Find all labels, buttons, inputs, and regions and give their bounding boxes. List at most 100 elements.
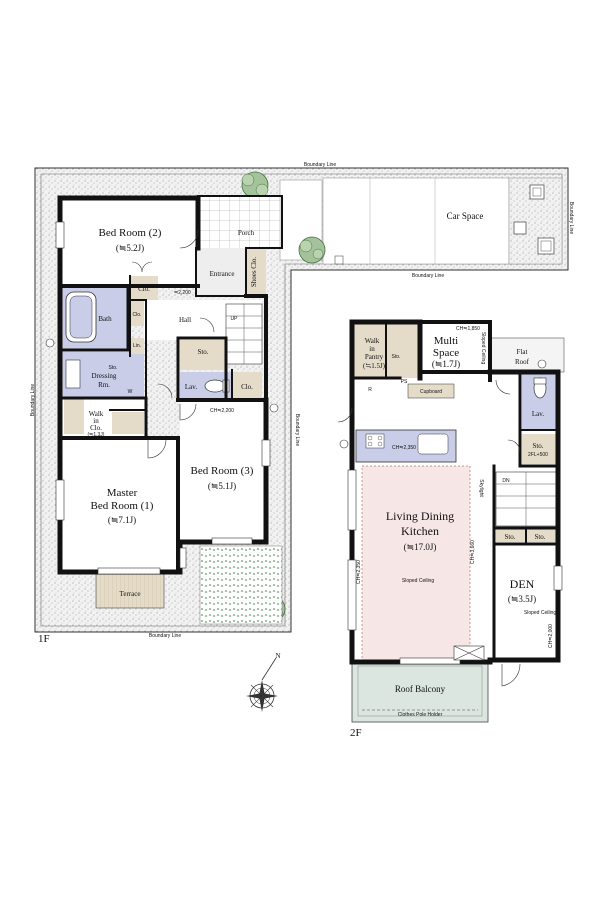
bed3-name: Bed Room (3) [191,465,254,477]
shoes-clo-label: Shoes Clo. [250,257,258,288]
vent-icon-1f-left [45,338,55,348]
multi-sloped: Sloped Ceiling [480,332,486,364]
kitchen-counter [355,429,457,463]
ch-mid: CH≒3,660 [470,540,476,564]
boundary-top: Boundary Line [304,162,336,168]
refrigerator-label: R [368,387,372,393]
doors-2f [337,379,521,687]
boundary-bottom: Boundary Line [149,633,181,639]
sloped-ceiling: Sloped Ceiling [402,578,434,584]
washer-label: W [128,389,133,395]
vent-icon [339,439,349,449]
wic-label-1: Walk [89,410,104,418]
terrace-label: Terrace [120,590,141,598]
roof-balcony-label: Roof Balcony [395,684,446,694]
flat-roof-label-2: Roof [515,358,530,366]
den-sloped: Sloped Ceiling [524,610,556,616]
sto2-size: 2FL+500 [528,452,548,458]
pipe-space-label: PS [401,379,408,385]
skylight-label: Skylight [478,479,484,497]
den-label: DEN [510,577,535,591]
multi-label-1: Multi [434,335,458,347]
sto1-label: Sto. [197,348,208,356]
sto-pantry-label: Sto. [392,354,401,360]
clo2-label: Clo. [133,312,142,318]
walk-pantry-3: Pantry [365,353,384,361]
ch1-label: CH [176,284,184,290]
master-label-1: Master [107,487,138,499]
ch-kitchen: CH≒2,350 [392,445,416,451]
porch-label: Porch [238,229,255,237]
clo3-label: Clo. [241,383,253,391]
toilet-2f [533,377,547,399]
flat-roof-vent-icon [537,359,547,369]
ldk-sloped-area [361,465,471,661]
dressing-label: Dressing [92,372,117,380]
clo1-label: Clo. [138,285,150,293]
sto3-label: Sto. [504,533,515,541]
clothes-pole-label: Clothes Pole Holder [398,712,443,718]
multi-size: (≒1.7J) [432,359,460,369]
bed2-name: Bed Room (2) [99,227,162,239]
bed2-size: (≒5.2J) [116,243,144,253]
walk-pantry-1: Walk [365,337,380,345]
walk-pantry-size: (≒1.5J) [363,362,386,370]
bath-label: Bath [98,315,112,323]
boundary-car-right: Boundary Line [568,202,574,234]
bathtub [65,291,97,343]
floor-2f-label: 2F [350,727,362,739]
car-space-label: Car Space [447,211,484,221]
ch-room-label: CH≒2,200 [210,408,234,414]
flat-roof [489,337,565,373]
ldk-size: (≒17.0J) [404,542,437,552]
boundary-left: Boundary Line [30,384,36,416]
floor-1f-label: 1F [38,633,50,645]
walk-pantry-2: in [369,345,375,353]
dressing-label-2: Rm. [98,381,110,389]
master-label-2: Bed Room (1) [91,500,154,512]
stairs-2f [495,471,557,527]
entrance-label: Entrance [210,270,235,278]
compass-north: N [275,652,280,660]
doors-1f [97,229,253,575]
ch-multi: CH≒1,850 [456,326,480,332]
first-floor: Bed Room (2) (≒5.2J) Porch Entrance Shoe… [38,195,283,645]
vent-icon-1f-right [269,403,279,413]
sto4-label: Sto. [534,533,545,541]
wic-size: (≒1.3J) [88,432,105,438]
ldk-label-1: Living Dining [386,509,454,523]
ch-den: CH≒2,000 [548,624,554,648]
car-space: Car Space [279,177,563,265]
sto2-label: Sto. [532,442,543,450]
hall-label: Hall [179,316,191,324]
flat-roof-label-1: Flat [517,348,528,356]
lin-label: Lin. [133,343,141,349]
den-size: (≒3.5J) [508,594,536,604]
stairs-1f [225,303,263,365]
terrace [95,573,165,609]
lav1-label: Lav. [185,383,197,391]
tree-drive [298,236,326,264]
cupboard-label: Cupboard [420,389,442,395]
dn-label: DN [502,478,510,484]
tree-porch [241,171,269,199]
lav2-label: Lav. [532,410,544,418]
windows-1f [55,221,271,569]
boundary-car-bottom: Boundary Line [412,273,444,279]
washbasin-1f [65,359,81,389]
bed3-size: (≒5.1J) [208,481,236,491]
master-size: (≒7.1J) [108,515,136,525]
cupboard [407,383,455,399]
roof-balcony [351,661,489,723]
ch-left: CH≒2,350 [356,560,362,584]
boundary-right: Boundary Line [294,414,300,446]
windows-2f [347,469,563,665]
second-floor: Walk in Pantry (≒1.5J) Sto. Multi Space … [45,319,565,739]
multi-label-2: Space [433,347,459,359]
compass-icon: N [246,652,281,712]
sto-small-label: Sto. [109,365,118,371]
wic-label-2: in [93,417,99,425]
wic-label-3: Clo. [90,424,102,432]
ch1-value: ≒2,200 [174,290,191,296]
